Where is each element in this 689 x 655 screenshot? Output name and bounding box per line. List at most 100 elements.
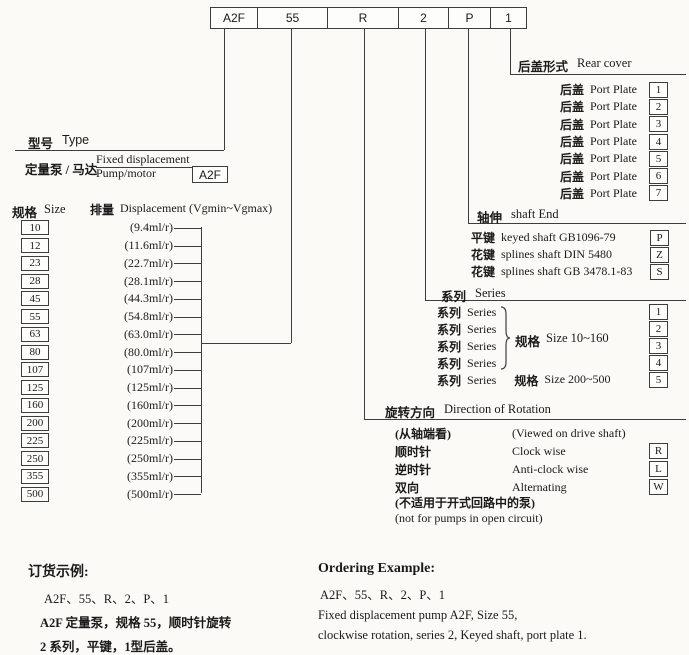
shaft-header-en: shaft End	[511, 207, 559, 221]
displacement-value: (44.3ml/r)	[124, 291, 173, 306]
portplate-code-box: 7	[649, 185, 668, 202]
series-size-range-10-160: 规格 Size 10~160	[515, 331, 609, 350]
type-header-cn: 型号	[28, 137, 54, 151]
size-code-box: 12	[21, 238, 49, 254]
shaft-section-rule	[468, 223, 686, 224]
size-header: 规格 Size	[12, 202, 66, 221]
shaft-label-en: splines shaft GB 3478.1-83	[501, 264, 633, 279]
rotation-code-box: W	[649, 479, 668, 495]
series-size-label-cn: 规格	[515, 335, 541, 349]
example-en-header: Ordering Example:	[318, 561, 436, 576]
rotation-label-en: Alternating	[512, 479, 567, 494]
portplate-label-en: Port Plate	[590, 134, 637, 149]
rearcover-section-rule	[510, 74, 686, 75]
series-size-label-cn: 规格	[514, 373, 539, 388]
example-cn-line2: A2F 定量泵，规格 55，顺时针旋转	[40, 616, 232, 630]
size-code-box: 200	[21, 415, 49, 431]
code-cell-portplate: 1	[490, 8, 526, 28]
rearcover-header-en: Rear cover	[577, 56, 632, 70]
shaft-label-cn: 花键	[471, 248, 496, 263]
rotation-view-en: (Viewed on drive shaft)	[512, 425, 626, 440]
ordering-example-cn: 订货示例: A2F、55、R、2、P、1 A2F 定量泵，规格 55，顺时针旋转…	[28, 561, 231, 655]
size-code-box: 355	[21, 468, 49, 484]
size-code-box: 500	[21, 486, 49, 502]
pump-label-rule	[96, 167, 192, 168]
shaft-label-cn: 平键	[471, 231, 496, 246]
rearcover-header-cn: 后盖形式	[518, 60, 569, 74]
portplate-label-en: Port Plate	[590, 151, 637, 166]
rotation-footnote-en: (not for pumps in open circuit)	[395, 511, 543, 525]
brace-icon	[500, 306, 511, 370]
size-code-box: 107	[21, 362, 49, 378]
example-cn-line3: 2 系列，平键，1型后盖。	[40, 640, 181, 654]
rotation-code-box: R	[649, 443, 668, 459]
row-stub-line	[174, 316, 201, 318]
displacement-value: (125ml/r)	[127, 380, 173, 395]
rotation-label-cn: 顺时针	[395, 444, 432, 459]
series-code-box: 2	[649, 321, 668, 338]
portplate-code-box: 3	[649, 116, 668, 133]
displacement-header: 排量 Displacement (Vgmin~Vgmax)	[90, 201, 272, 218]
rotation-label-en: Anti-clock wise	[512, 461, 589, 476]
displacement-value: (22.7ml/r)	[124, 255, 173, 270]
size-row: 200(200ml/r)	[21, 414, 201, 432]
series-label-en: Series	[467, 338, 497, 353]
series-label-cn: 系列	[437, 373, 462, 388]
shaft-connector-vline	[468, 29, 469, 223]
portplate-label-en: Port Plate	[590, 116, 637, 131]
code-cell-size: 55	[257, 8, 327, 28]
row-stub-line	[174, 334, 201, 336]
size-code-box: 45	[21, 291, 49, 307]
size-row: 250 (250ml/r)	[21, 450, 201, 468]
size-code-box: 23	[21, 255, 49, 271]
shaft-header-cn: 轴伸	[477, 211, 503, 225]
portplate-code-box: 6	[649, 168, 668, 185]
size-row: 45 (44.3ml/r)	[21, 290, 201, 308]
series-label-en: Series	[467, 372, 497, 387]
row-stub-line	[174, 352, 201, 354]
size-code-box: 160	[21, 397, 49, 413]
row-stub-line	[174, 440, 201, 442]
type-header: 型号 Type	[28, 133, 89, 152]
size-code-box: 10	[21, 220, 49, 236]
displacement-header-en: Displacement (Vgmin~Vgmax)	[120, 201, 273, 215]
series-section-rule	[425, 300, 686, 301]
portplate-label-cn: 后盖	[559, 83, 584, 98]
displacement-value: (250ml/r)	[127, 451, 173, 466]
row-stub-line	[174, 298, 201, 300]
portplate-label-en: Port Plate	[590, 185, 637, 200]
series-label-en: Series	[467, 355, 497, 370]
size-code-box: 250	[21, 451, 49, 467]
type-section-rule	[15, 150, 224, 151]
size-row: 225(225ml/r)	[21, 432, 201, 450]
size-code-box: 225	[21, 433, 49, 449]
portplate-label-cn: 后盖	[559, 100, 584, 115]
shaft-header: 轴伸 shaft End	[477, 207, 559, 226]
size-table: 10(9.4ml/r) 12(11.6ml/r) 23(22.7ml/r) 28…	[21, 219, 201, 503]
series-group-brace	[499, 306, 512, 375]
ordering-example-en: Ordering Example: A2F、55、R、2、P、1 Fixed d…	[318, 561, 587, 643]
shaft-code-box: S	[650, 263, 669, 280]
portplate-code-box: 1	[649, 81, 668, 98]
example-en-line2: Fixed displacement pump A2F, Size 55,	[318, 608, 518, 622]
rotation-connector-vline	[364, 29, 365, 419]
pump-code-box: A2F	[192, 166, 228, 183]
code-cell-rotation: R	[327, 8, 398, 28]
displacement-value: (11.6ml/r)	[124, 238, 173, 253]
rotation-view-cn: (从轴端看)	[395, 426, 451, 441]
pump-label-en-line1: Fixed displacement	[96, 152, 190, 166]
portplate-label-en: Port Plate	[590, 168, 637, 183]
row-stub-line	[174, 405, 201, 407]
code-cell-shaft: P	[448, 8, 490, 28]
